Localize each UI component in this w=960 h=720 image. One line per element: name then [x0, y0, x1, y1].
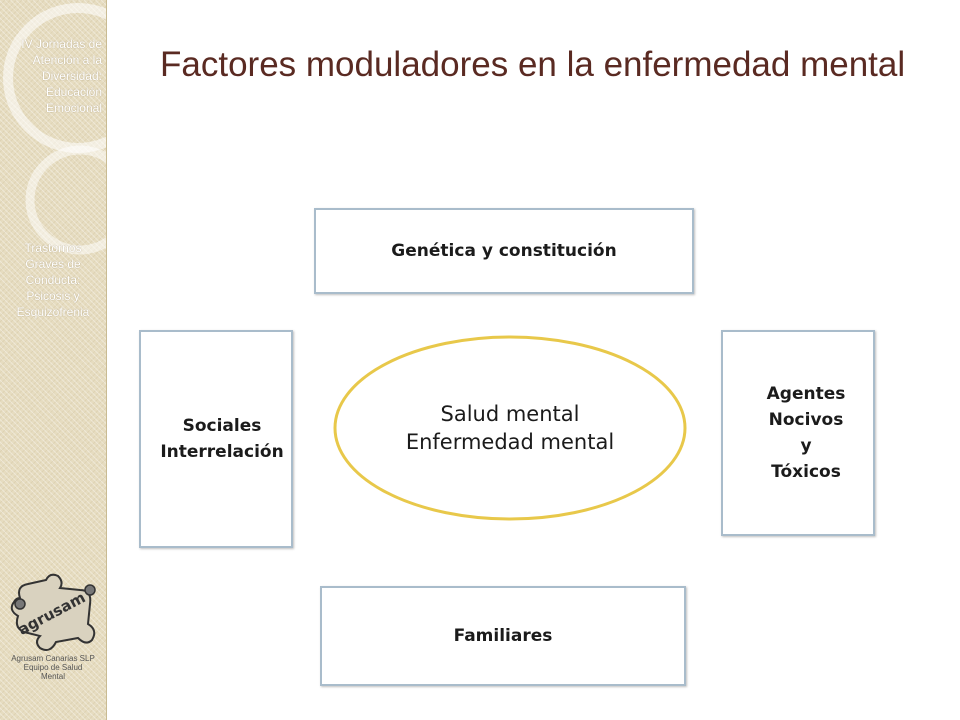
decorative-rings-icon — [3, 3, 106, 255]
logo-caption-line: Mental — [40, 672, 65, 681]
sidebar-event-line: Atención a la — [32, 53, 102, 67]
sidebar-event-line: Diversidad: — [41, 69, 102, 83]
salud-mental-label: Salud mental — [440, 402, 580, 426]
sidebar-topic-line: Conducta: — [25, 273, 81, 287]
sidebar-event-line: Educación — [45, 85, 102, 99]
logo-caption-line: Equipo de Salud — [23, 663, 83, 672]
logo-caption: Agrusam Canarias SLP Equipo de Salud Men… — [0, 654, 106, 681]
toxicos-label: Tóxicos — [771, 462, 841, 482]
genetica-label: Genética y constitución — [391, 241, 617, 261]
familiares-label: Familiares — [453, 626, 553, 646]
agrusam-logo-icon: agrusam — [10, 573, 96, 651]
sociales-label: Sociales — [182, 416, 262, 436]
familiares-box: Familiares — [320, 586, 686, 686]
slide-title: Factores moduladores en la enfermedad me… — [160, 45, 906, 84]
center-text: Salud mental Enfermedad mental — [332, 400, 688, 456]
enfermedad-mental-label: Enfermedad mental — [405, 430, 615, 454]
logo-caption-line: Agrusam Canarias SLP — [11, 654, 95, 663]
interrelacion-label: Interrelación — [160, 442, 284, 462]
sidebar-event-line: Emocional — [45, 101, 102, 115]
sidebar-topic-title: Trastornos Graves de Conducta: Psicosis … — [0, 240, 106, 320]
sidebar-event-line: IV Jornadas de — [21, 37, 102, 51]
sidebar-topic-line: Psicosis y — [26, 289, 80, 303]
nocivos-label: Nocivos — [768, 410, 844, 430]
center-ellipse — [333, 335, 687, 521]
agentes-box: Agentes Nocivos y Tóxicos — [721, 330, 875, 536]
sidebar-topic-line: Esquizofrenia — [16, 305, 90, 319]
agentes-label: Agentes — [766, 384, 846, 404]
sociales-box: Sociales Interrelación — [139, 330, 293, 548]
y-label: y — [800, 436, 812, 456]
sidebar-event-title: IV Jornadas de Atención a la Diversidad:… — [2, 36, 102, 116]
sidebar-topic-line: Trastornos — [24, 241, 82, 255]
sidebar-decoration: IV Jornadas de Atención a la Diversidad:… — [0, 0, 107, 720]
sidebar-topic-line: Graves de — [25, 257, 81, 271]
genetica-box: Genética y constitución — [314, 208, 694, 294]
